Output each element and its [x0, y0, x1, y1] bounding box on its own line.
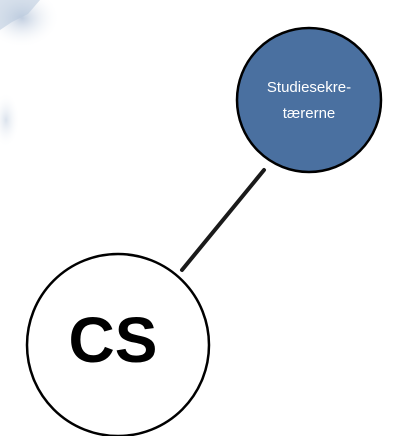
node-cs-circle [25, 252, 211, 436]
node-studiesekretaererne-label-line-2: tærerne [283, 105, 336, 122]
node-studiesekretaererne: Studiesekre- tærerne [235, 26, 383, 174]
node-cs-label: CS [69, 304, 158, 376]
node-studiesekretaererne-label-line-1: Studiesekre- [267, 79, 351, 96]
node-cs: CS [25, 252, 211, 436]
connector-line [180, 168, 266, 272]
background-decoration [0, 0, 60, 148]
node-studiesekretaererne-circle [235, 26, 383, 174]
